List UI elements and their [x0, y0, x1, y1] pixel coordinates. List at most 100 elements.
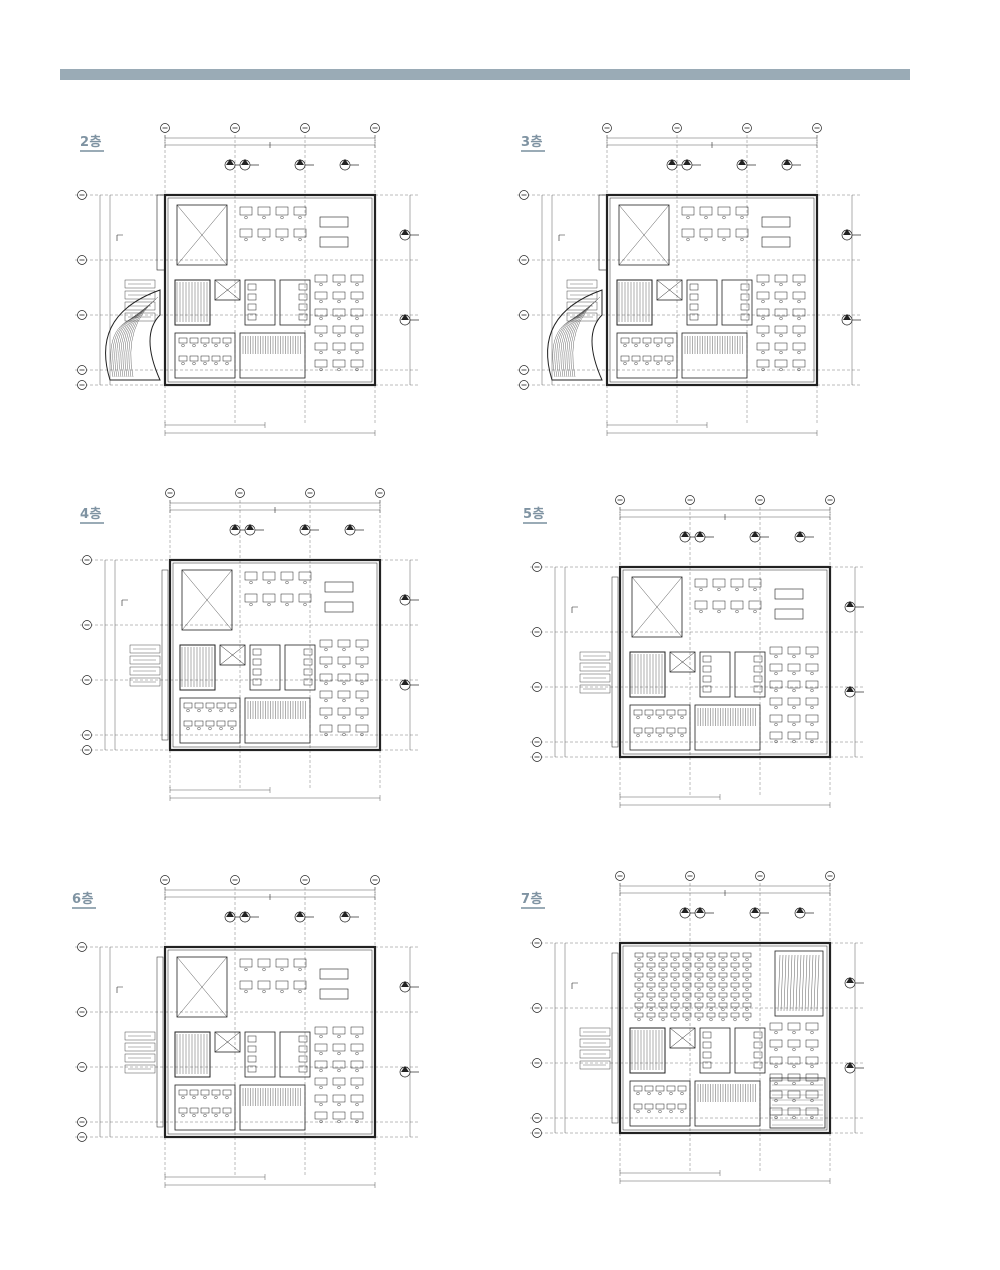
desk: [314, 308, 328, 317]
chair: [792, 1081, 796, 1086]
chair: [779, 333, 783, 338]
chair: [709, 977, 713, 982]
chair: [810, 1030, 814, 1035]
desk: [664, 355, 674, 362]
desk: [677, 1103, 687, 1110]
desk: [717, 228, 731, 238]
floor-plan-5[interactable]: [510, 492, 895, 817]
void-cross: [631, 576, 683, 638]
desk: [642, 337, 652, 344]
desk: [319, 707, 333, 716]
north-indicator: [116, 234, 123, 241]
desk: [239, 958, 253, 968]
chair: [797, 282, 801, 287]
chair: [337, 1034, 341, 1039]
desk: [787, 1090, 801, 1099]
section-head: [341, 159, 349, 165]
desk: [664, 337, 674, 344]
desk: [769, 646, 783, 655]
desk: [718, 1002, 728, 1008]
room-tag: [124, 1042, 156, 1052]
chair: [792, 654, 796, 659]
chair: [649, 1017, 653, 1022]
north-indicator: [571, 606, 578, 613]
meeting-room: [176, 956, 228, 1018]
toilet-fixture: [298, 313, 308, 321]
desk: [730, 962, 740, 968]
toilet-fixture: [247, 1035, 257, 1043]
desk: [314, 1094, 328, 1103]
chair: [262, 215, 266, 220]
desk: [350, 274, 364, 283]
desk: [658, 962, 668, 968]
toilet-fixture: [740, 293, 750, 301]
void-cross: [176, 204, 228, 266]
desk: [350, 342, 364, 351]
floor-plan-2[interactable]: [55, 120, 450, 445]
desk: [633, 709, 643, 716]
desk: [620, 337, 630, 344]
chair: [774, 1030, 778, 1035]
balcony: [156, 194, 166, 271]
toilet-fixture: [303, 648, 313, 656]
elevator-cross: [219, 644, 246, 666]
desk: [216, 702, 226, 709]
desk: [730, 972, 740, 978]
floor-plan-4[interactable]: [60, 485, 450, 810]
interior-wall-line: [622, 569, 828, 755]
chair: [810, 1098, 814, 1103]
floor-plan-3[interactable]: [497, 120, 892, 445]
chair: [634, 343, 638, 348]
seating-row: [810, 954, 814, 1012]
chair: [733, 1017, 737, 1022]
floor-label-2: 2층: [80, 131, 105, 152]
section-head: [751, 907, 759, 913]
chair: [214, 361, 218, 366]
chair: [810, 739, 814, 744]
chair: [810, 1064, 814, 1069]
desk: [756, 325, 770, 334]
toilet-room: [279, 279, 311, 326]
chair: [774, 739, 778, 744]
desk: [646, 972, 656, 978]
desk: [792, 274, 806, 283]
conference-table: [761, 236, 791, 248]
chair: [697, 957, 701, 962]
desk: [239, 206, 253, 216]
chair: [774, 688, 778, 693]
desk: [742, 1012, 752, 1018]
desk: [631, 355, 641, 362]
seating-row: [801, 954, 805, 1012]
stair-tread: [112, 314, 141, 378]
toilet-fixture: [753, 675, 763, 683]
chair: [337, 1119, 341, 1124]
chair: [355, 1119, 359, 1124]
chair: [685, 957, 689, 962]
desk: [706, 982, 716, 988]
chair: [673, 957, 677, 962]
chair: [774, 1098, 778, 1103]
toilet-room: [721, 279, 753, 326]
chair: [673, 997, 677, 1002]
desk: [332, 359, 346, 368]
chair: [685, 977, 689, 982]
room-tag: [124, 1053, 156, 1063]
chair: [636, 733, 640, 738]
floor-plan-6[interactable]: [55, 872, 450, 1197]
chair: [214, 343, 218, 348]
chair: [225, 1113, 229, 1118]
chair: [262, 237, 266, 242]
chair: [661, 957, 665, 962]
toilet-fixture: [298, 1055, 308, 1063]
toilet-fixture: [702, 1041, 712, 1049]
chair: [355, 1068, 359, 1073]
floor-plan-7[interactable]: [510, 868, 895, 1193]
chair: [319, 282, 323, 287]
chair: [360, 681, 364, 686]
toilet-fixture: [702, 675, 712, 683]
floor-label-6: 6층: [72, 888, 97, 909]
chair: [656, 361, 660, 366]
section-head: [843, 314, 851, 320]
section-head: [226, 911, 234, 917]
desk: [350, 1094, 364, 1103]
